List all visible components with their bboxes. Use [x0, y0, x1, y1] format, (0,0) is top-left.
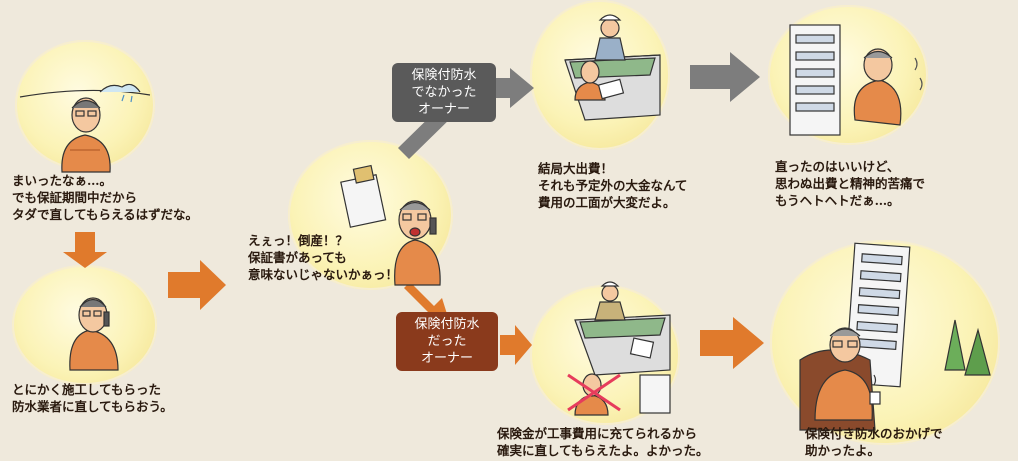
caption-insurance-repair-line-2: 確実に直してもらえたよ。よかった。: [497, 443, 709, 458]
worried-man: [61, 97, 111, 173]
caption-exhausted-line-1: 直ったのはいいけど、: [775, 159, 900, 174]
caption-big-expense-line-1: 結局大出費！: [538, 161, 614, 176]
caption-leak: まいったなぁ…。 でも保証期間中だから タダで直してもらえるはずだな。: [12, 172, 198, 223]
caption-contractor-line-1: とにかく施工してもらった: [12, 382, 162, 397]
caption-exhausted: 直ったのはいいけど、 思わぬ出費と精神的苦痛で もうヘトヘトだぁ…。: [775, 158, 925, 209]
leak-scene: [19, 83, 151, 103]
label-not-insured-owner: 保険付防水 でなかった オーナー: [392, 63, 496, 122]
caption-relieved-line-1: 保険付き防水のおかげで: [805, 426, 943, 441]
arrow-right-gray-2: [690, 52, 760, 102]
roof-repair-scene: [564, 14, 661, 121]
exhausted-scene: [789, 24, 923, 136]
bankrupt-scene: [340, 164, 441, 286]
caption-big-expense-line-3: 費用の工面が大変だよ。: [538, 195, 676, 210]
label-brown-line-2: だった: [427, 334, 467, 349]
relaxed-scene: [799, 242, 991, 431]
caption-leak-line-2: でも保証期間中だから: [12, 190, 138, 205]
label-gray-line-3: オーナー: [417, 102, 470, 117]
arrow-down-orange: [63, 232, 107, 268]
caption-leak-line-3: タダで直してもらえるはずだな。: [12, 207, 199, 222]
label-brown-line-1: 保険付防水: [414, 317, 480, 332]
caption-insurance-repair: 保険金が工事費用に充てられるから 確実に直してもらえたよ。よかった。: [497, 425, 709, 459]
phone-man: [69, 297, 119, 371]
caption-relieved: 保険付き防水のおかげで 助かったよ。: [805, 425, 943, 459]
caption-big-expense-line-2: それも予定外の大金なんて: [538, 178, 688, 193]
caption-bankrupt: えぇっ！倒産！？ 保証書があっても 意味ないじゃないかぁっ！: [248, 232, 398, 283]
label-brown-line-3: オーナー: [420, 351, 473, 366]
caption-bankrupt-line-2: 保証書があっても: [248, 250, 347, 265]
arrow-right-orange-2: [500, 325, 532, 365]
caption-big-expense: 結局大出費！ それも予定外の大金なんて 費用の工面が大変だよ。: [538, 160, 687, 211]
caption-insurance-repair-line-1: 保険金が工事費用に充てられるから: [497, 426, 698, 441]
label-gray-line-2: でなかった: [411, 85, 477, 100]
arrow-right-orange-3: [700, 317, 764, 369]
caption-relieved-line-2: 助かったよ。: [805, 443, 881, 458]
caption-exhausted-line-2: 思わぬ出費と精神的苦痛で: [775, 176, 926, 191]
arrow-right-orange-1: [168, 260, 226, 310]
caption-contractor: とにかく施工してもらった 防水業者に直してもらおう。: [12, 381, 173, 415]
caption-contractor-line-2: 防水業者に直してもらおう。: [12, 399, 173, 414]
caption-bankrupt-line-3: 意味ないじゃないかぁっ！: [248, 267, 399, 282]
label-gray-line-1: 保険付防水: [411, 68, 477, 83]
label-insured-owner: 保険付防水 だった オーナー: [396, 312, 498, 371]
caption-bankrupt-line-1: えぇっ！倒産！？: [248, 233, 349, 248]
insured-repair-scene: [567, 281, 671, 416]
caption-leak-line-1: まいったなぁ…。: [12, 173, 113, 188]
caption-exhausted-line-3: もうヘトヘトだぁ…。: [775, 193, 900, 208]
